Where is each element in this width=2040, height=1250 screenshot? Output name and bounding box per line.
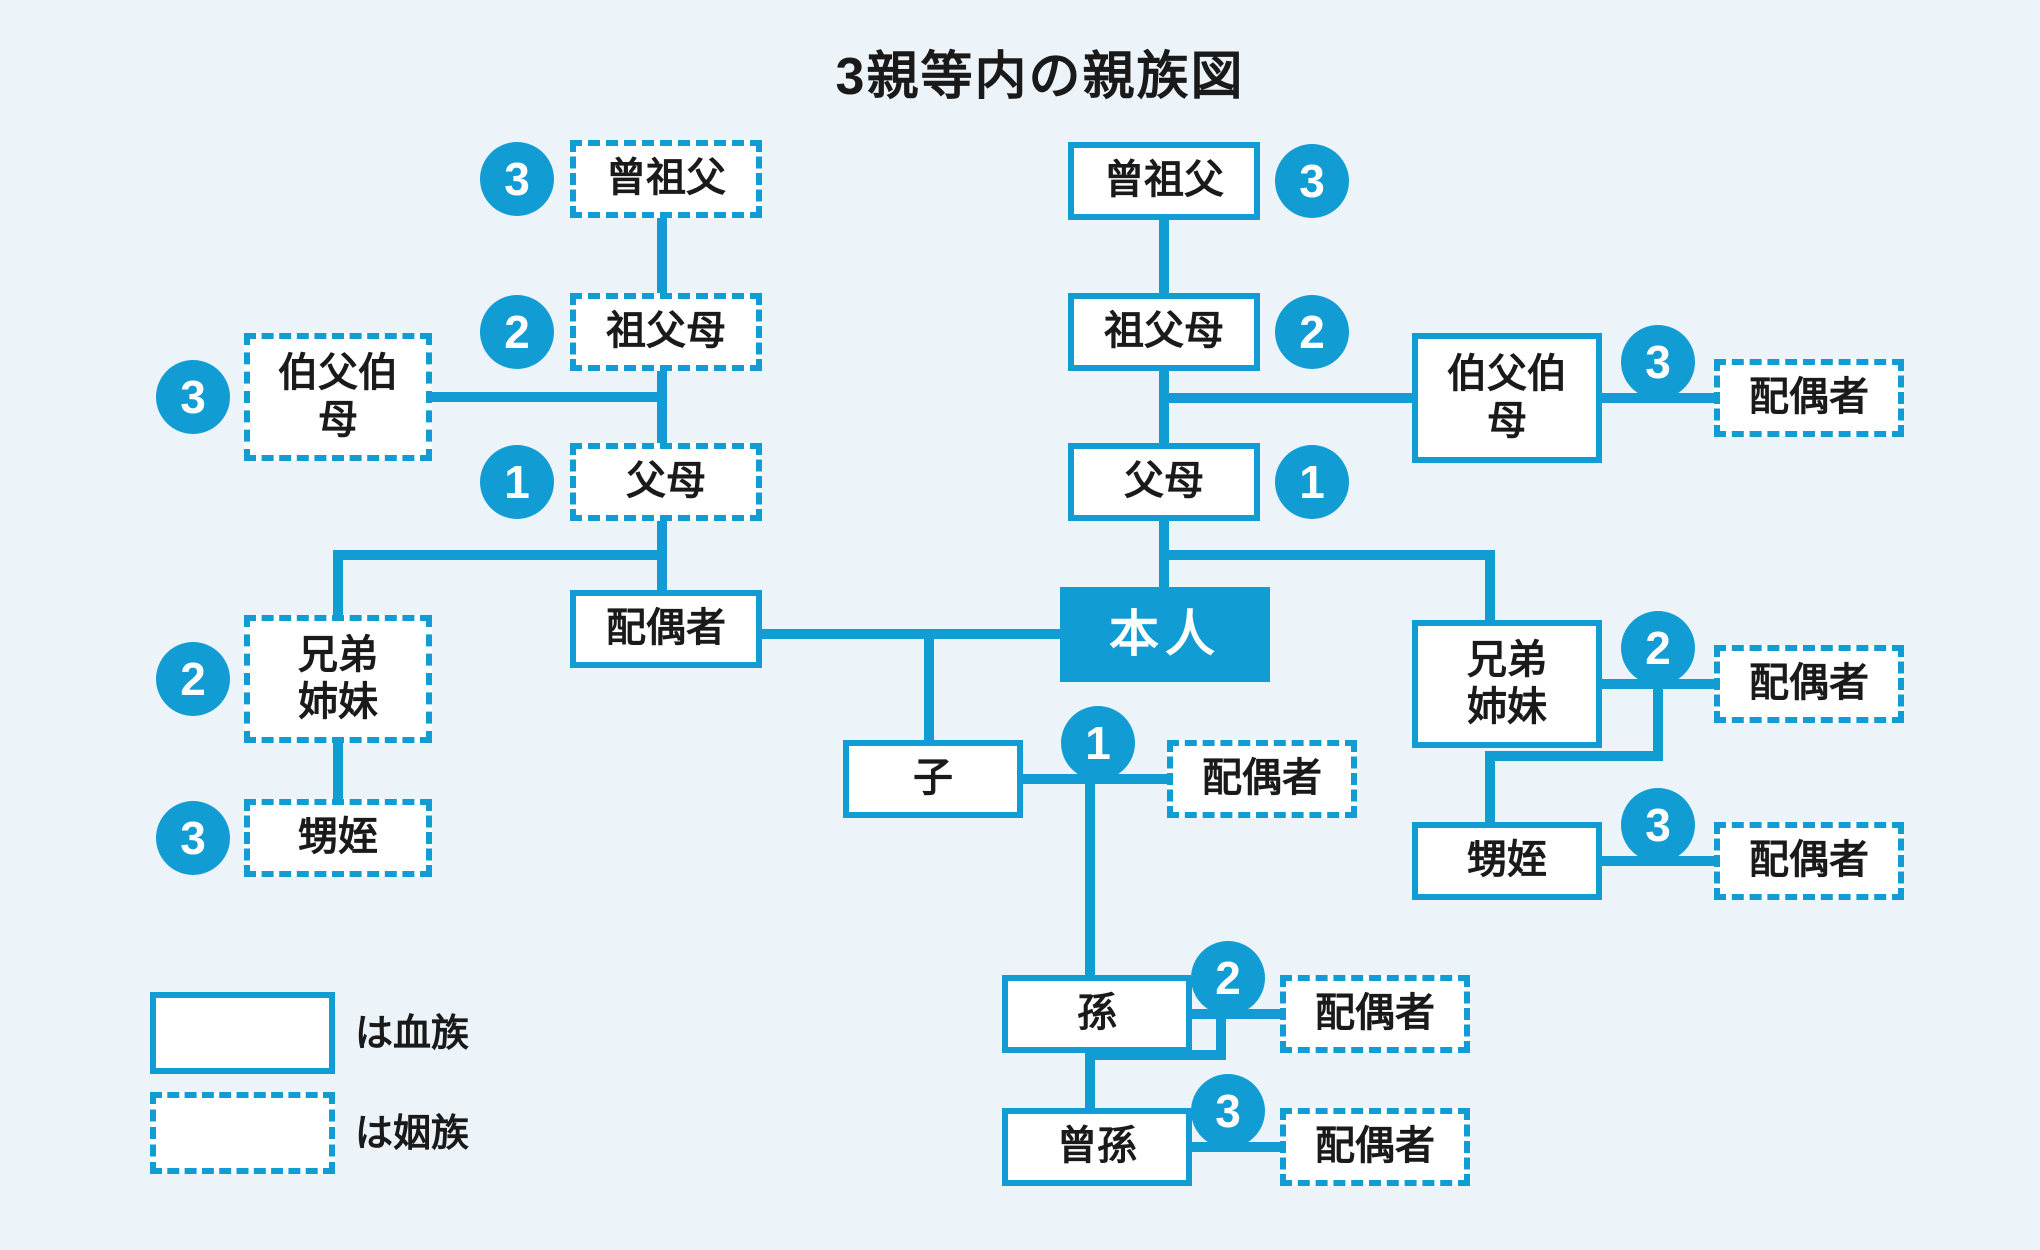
- node-l-oimei: 甥姪: [244, 799, 432, 877]
- degree-badge-ko: 1: [1061, 706, 1135, 780]
- node-l-ojioba: 伯父伯 母: [244, 333, 432, 461]
- node-r-ojioba: 伯父伯 母: [1412, 333, 1602, 463]
- node-self: 本人: [1060, 587, 1270, 682]
- node-ko: 子: [843, 740, 1023, 818]
- node-r-ojioba-spouse: 配偶者: [1714, 359, 1904, 437]
- connector-line: [1159, 393, 1412, 403]
- degree-badge-l-fubo: 1: [480, 445, 554, 519]
- connector-line: [333, 550, 343, 617]
- connector-line: [762, 629, 1060, 639]
- degree-badge-r-kyoudai: 2: [1621, 611, 1695, 685]
- connector-line: [1085, 1050, 1226, 1060]
- node-mago-spouse: 配偶者: [1280, 975, 1470, 1053]
- connector-line: [333, 550, 667, 560]
- connector-line: [1485, 550, 1495, 622]
- connector-line: [1159, 220, 1169, 295]
- degree-badge-l-sofubo: 2: [480, 295, 554, 369]
- connector-line: [657, 371, 667, 445]
- connector-line: [657, 218, 667, 295]
- connector-line: [1159, 371, 1169, 445]
- node-r-kyoudai-spouse: 配偶者: [1714, 645, 1904, 723]
- degree-badge-l-sousofu: 3: [480, 142, 554, 216]
- connector-line: [1653, 684, 1663, 761]
- connector-line: [432, 392, 667, 402]
- node-himago-spouse: 配偶者: [1280, 1108, 1470, 1186]
- degree-badge-l-ojioba: 3: [156, 360, 230, 434]
- degree-badge-l-oimei: 3: [156, 801, 230, 875]
- node-ko-spouse: 配偶者: [1167, 740, 1357, 818]
- node-r-fubo: 父母: [1068, 443, 1260, 521]
- degree-badge-r-fubo: 1: [1275, 445, 1349, 519]
- node-r-oimei-spouse: 配偶者: [1714, 822, 1904, 900]
- node-mago: 孫: [1002, 975, 1192, 1053]
- connector-line: [924, 634, 934, 742]
- node-l-kyoudai: 兄弟 姉妹: [244, 615, 432, 743]
- node-l-sofubo: 祖父母: [570, 293, 762, 371]
- degree-badge-mago: 2: [1191, 941, 1265, 1015]
- node-l-fubo: 父母: [570, 443, 762, 521]
- connector-line: [1085, 1050, 1095, 1110]
- degree-badge-himago: 3: [1191, 1074, 1265, 1148]
- degree-badge-r-oimei: 3: [1621, 788, 1695, 862]
- legend-blood-label: は血族: [355, 1013, 470, 1055]
- connector-line: [1485, 751, 1663, 761]
- degree-badge-r-sofubo: 2: [1275, 295, 1349, 369]
- degree-badge-r-sousofu: 3: [1275, 144, 1349, 218]
- legend-inlaw-label: は姻族: [355, 1113, 470, 1155]
- connector-line: [1216, 1014, 1226, 1060]
- node-himago: 曾孫: [1002, 1108, 1192, 1186]
- connector-line: [1485, 751, 1495, 824]
- node-r-kyoudai: 兄弟 姉妹: [1412, 620, 1602, 748]
- degree-badge-l-kyoudai: 2: [156, 642, 230, 716]
- node-spouse: 配偶者: [570, 590, 762, 668]
- diagram-title: 3親等内の親族図: [835, 48, 1245, 106]
- legend-blood-box: [150, 992, 335, 1074]
- node-l-sousofu: 曾祖父: [570, 140, 762, 218]
- connector-line: [333, 743, 343, 801]
- node-r-sousofu: 曾祖父: [1068, 142, 1260, 220]
- legend-inlaw-box: [150, 1092, 335, 1174]
- node-r-sofubo: 祖父母: [1068, 293, 1260, 371]
- degree-badge-r-ojioba: 3: [1621, 325, 1695, 399]
- node-r-oimei: 甥姪: [1412, 822, 1602, 900]
- connector-line: [1159, 550, 1495, 560]
- connector-line: [1085, 779, 1095, 977]
